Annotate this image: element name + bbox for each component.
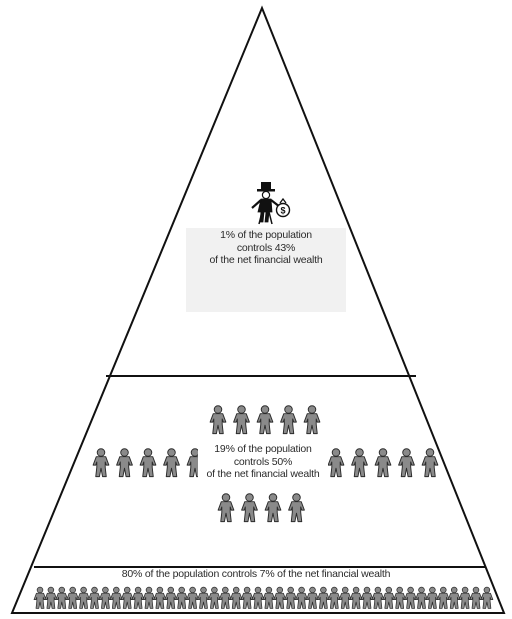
moneybag-symbol: $ — [280, 206, 285, 216]
bottom-tier-caption: 80% of the population controls 7% of the… — [36, 568, 476, 581]
middle-caption-line-2: controls 50% — [233, 455, 293, 468]
top-caption-line-2: controls 43% — [236, 241, 296, 254]
top-tier-caption: 1% of the population controls 43% of the… — [186, 228, 346, 312]
middle-tier-caption: 19% of the population controls 50% of th… — [198, 443, 328, 481]
moneybag-icon — [275, 202, 291, 218]
middle-caption-line-1: 19% of the population — [214, 443, 312, 455]
capitalist-with-moneybag-icon: $ — [251, 182, 291, 225]
top-caption-line-3: of the net financial wealth — [209, 254, 323, 266]
bottom-caption-line-1: 80% of the population controls 7% of the… — [121, 568, 391, 580]
middle-caption-line-3: of the net financial wealth — [206, 468, 320, 480]
top-caption-line-1: 1% of the population — [220, 229, 312, 241]
